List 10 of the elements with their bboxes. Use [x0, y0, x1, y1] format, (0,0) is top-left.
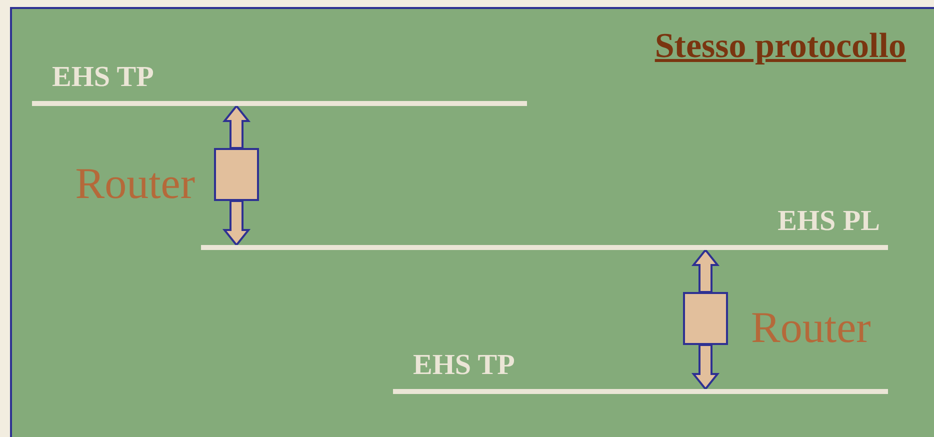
title: Stesso protocollo: [654, 26, 906, 66]
double-block-arrow: [691, 248, 720, 293]
router-label: Router: [75, 158, 195, 209]
double-block-arrow: [222, 200, 251, 247]
double-block-arrow: [222, 104, 251, 149]
router-label: Router: [751, 302, 871, 353]
bus-label: EHS PL: [778, 205, 880, 238]
bus-label: EHS TP: [413, 349, 515, 382]
bus-label: EHS TP: [52, 61, 154, 94]
double-block-arrow: [691, 344, 720, 391]
